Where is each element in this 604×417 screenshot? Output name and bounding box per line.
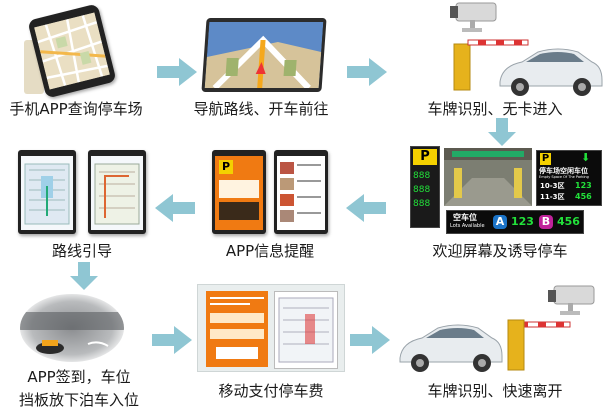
parking-map-phone-right [88, 150, 146, 234]
arrow-left-icon [155, 194, 195, 222]
step-7-label-line2: 挡板放下泊车入位 [18, 391, 139, 409]
guidance-count-2: 456 [575, 192, 592, 201]
arrow-down-icon [488, 118, 516, 146]
barrier-gate-icon [453, 39, 529, 91]
app-parking-logo: P [219, 160, 233, 174]
garage-interior-image [444, 148, 532, 206]
arrow-left-icon [346, 194, 386, 222]
totem-p-logo: P [413, 149, 437, 165]
totem-digits: 888 [413, 199, 431, 209]
camera-icon [450, 2, 497, 32]
arrow-right-icon [152, 326, 192, 354]
payment-screen-orange [206, 291, 268, 367]
step-3-label: 车牌识别、无卡进入 [427, 100, 563, 118]
step-4-label: 欢迎屏幕及诱导停车 [432, 242, 568, 260]
exit-gate-image [399, 285, 595, 372]
zone-b-count: 456 [557, 215, 580, 228]
car-icon [399, 324, 503, 372]
app-phone-left: P [212, 150, 266, 234]
car-icon [499, 48, 603, 96]
parking-map-phone-left [18, 150, 76, 234]
guidance-zone-1: 10-3区 [540, 182, 565, 190]
arrow-right-icon [350, 326, 390, 354]
guidance-arrow-icon: ⬇ [581, 151, 591, 164]
step-9-label: 车牌识别、快速离开 [427, 382, 563, 400]
navigation-map-graphic [204, 22, 324, 88]
app-phone-right [274, 150, 328, 234]
zone-a-badge: A [493, 215, 507, 229]
payment-screen-map [274, 291, 338, 369]
zone-b-badge: B [539, 215, 553, 229]
guidance-title: 停车场空闲车位 [539, 167, 588, 175]
step-7-label-line1: APP签到，车位 [27, 368, 131, 386]
step-5-label: APP信息提醒 [225, 242, 315, 260]
empty-sign-title: 空车位 [453, 213, 477, 222]
map-roads-graphic [34, 12, 110, 90]
barrier-gate-icon [507, 319, 571, 371]
map-screen [34, 12, 110, 90]
empty-sign-subtitle: Lots Available [450, 223, 485, 229]
totem-digits: 888 [413, 185, 431, 195]
step-1-label: 手机APP查询停车场 [9, 100, 143, 118]
parking-floorplan-graphic [21, 156, 73, 230]
parking-floorplan-graphic [91, 156, 143, 230]
parking-lock-image [20, 294, 124, 362]
guidance-count-1: 123 [575, 181, 592, 190]
navigation-screen-image [201, 18, 327, 92]
arrow-down-icon [70, 262, 98, 290]
step-6-label: 路线引导 [51, 242, 112, 260]
step-8-label: 移动支付停车费 [218, 382, 324, 400]
arrow-right-icon [157, 58, 197, 86]
camera-icon [548, 285, 595, 315]
step-2-label: 导航路线、开车前往 [193, 100, 329, 118]
zone-a-count: 123 [511, 215, 534, 228]
space-guidance-sign: P ⬇ 停车场空闲车位 Empty Space Of The Parking 1… [536, 150, 602, 206]
mobile-payment-panel [197, 284, 345, 372]
arrow-right-icon [347, 58, 387, 86]
guidance-p-logo: P [540, 153, 551, 165]
guidance-subtitle: Empty Space Of The Parking [539, 175, 589, 179]
parking-totem-sign: P 888 888 888 [410, 146, 440, 228]
parking-lock-graphic [20, 312, 124, 354]
smartphone-map-image [27, 3, 117, 99]
payment-floorplan-graphic [278, 297, 334, 363]
lots-available-sign: 空车位 Lots Available A 123 B 456 [446, 210, 584, 234]
entry-gate-image [450, 2, 603, 96]
totem-digits: 888 [413, 171, 431, 181]
guidance-zone-2: 11-3区 [540, 193, 565, 201]
